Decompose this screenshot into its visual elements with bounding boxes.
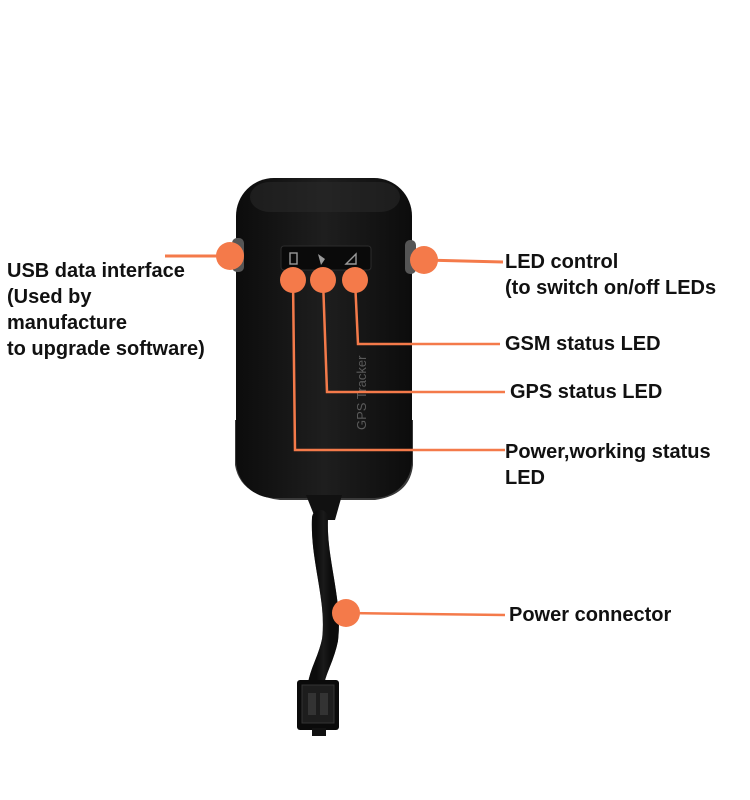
label-gps-led: GPS status LED (510, 381, 663, 403)
label-usb-line2: (Used by (7, 286, 92, 308)
callout-power-status (280, 267, 505, 452)
label-led-control-line1: LED control (505, 251, 619, 273)
label-power-status-line2: LED (505, 467, 545, 489)
gps-led-icon (318, 254, 325, 265)
label-usb-line3: manufacture (7, 312, 128, 334)
power-plug (297, 680, 339, 736)
callout-led-control (410, 246, 504, 274)
label-power-connector: Power connector (509, 604, 672, 626)
label-led-control: LED control (to switch on/off LEDs (505, 249, 716, 301)
power-cable (306, 495, 342, 692)
callout-gsm (342, 267, 500, 346)
label-gsm-led: GSM status LED (505, 333, 661, 355)
label-power-status-line1: Power,working status (505, 441, 711, 463)
label-usb-interface: USB data interface (Used by manufacture … (7, 258, 205, 362)
callout-usb (165, 242, 244, 270)
label-usb-line1: USB data interface (7, 260, 185, 282)
label-usb-line4: to upgrade software) (7, 338, 205, 360)
power-led-icon (289, 252, 298, 265)
led-window (280, 245, 372, 271)
label-led-control-line2: (to switch on/off LEDs (505, 277, 717, 299)
label-power-status-led: Power,working status LED (505, 439, 711, 491)
gsm-led-icon (344, 252, 357, 265)
device-top-highlight (250, 182, 400, 212)
callout-power-connector (332, 599, 506, 627)
callout-gps (310, 267, 505, 394)
